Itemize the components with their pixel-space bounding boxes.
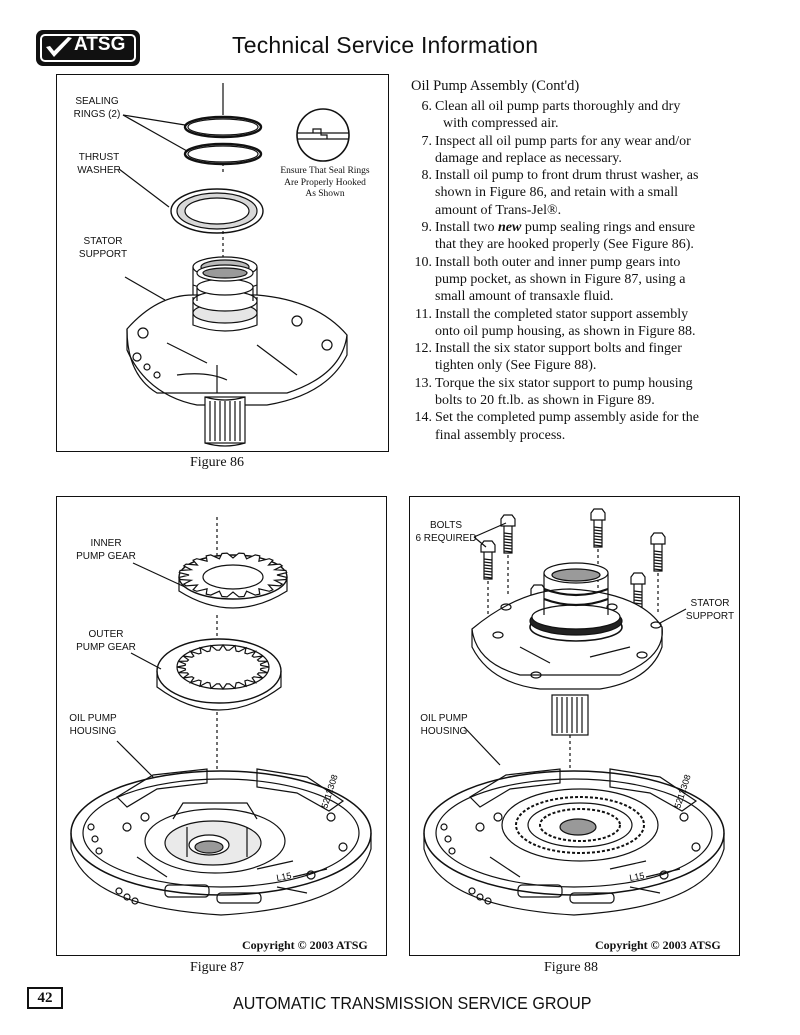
label-thrust-washer: THRUST WASHER — [77, 152, 121, 176]
step-8: 8.Install oil pump to front drum thrust … — [421, 168, 699, 218]
seal-ring-note: Ensure That Seal Rings Are Properly Hook… — [280, 166, 370, 199]
page-title: Technical Service Information — [232, 32, 539, 58]
figure-88-box: 5212308 L15 BOLTS 6 REQUIRED STATOR SUPP… — [409, 496, 740, 956]
step-10: 10.Install both outer and inner pump gea… — [414, 254, 686, 305]
step-7: 7.Inspect all oil pump parts for any wea… — [421, 133, 691, 166]
emphasis-new: new — [498, 220, 522, 236]
label-oil-pump-housing-87: OIL PUMP HOUSING — [69, 713, 117, 737]
label-sealing-rings: SEALING RINGS (2) — [73, 96, 121, 120]
casting-mark-87: L15 — [276, 871, 293, 883]
figure-88-illustration: 5212308 L15 — [423, 508, 725, 916]
label-bolts: BOLTS 6 REQUIRED — [415, 520, 477, 544]
page-number: 42 — [27, 987, 63, 1009]
section-title: Oil Pump Assembly (Cont'd) — [411, 78, 580, 94]
step-14: 14.Set the completed pump assembly aside… — [414, 410, 700, 443]
procedure-steps: 6.Clean all oil pump parts thoroughly an… — [410, 98, 740, 444]
step-9: 9.Install two new pump sealing rings and… — [421, 220, 696, 253]
step-13: 13.Torque the six stator support to pump… — [414, 375, 693, 409]
label-oil-pump-housing-88: OIL PUMP HOUSING — [420, 713, 468, 737]
atsg-logo: ATSG — [36, 30, 140, 66]
checkmark-icon — [46, 37, 72, 57]
label-stator-support: STATOR SUPPORT — [78, 236, 128, 260]
figure-87-illustration: 5212308 L15 — [70, 517, 372, 916]
step-11: 11.Install the completed stator support … — [415, 306, 696, 339]
figure-87-box: 5212308 L15 INNER PUMP GEAR OUTER PUMP G… — [56, 496, 387, 956]
figure-88-caption: Figure 88 — [544, 960, 599, 975]
label-inner-pump-gear: INNER PUMP GEAR — [76, 538, 136, 562]
step-6: 6.Clean all oil pump parts thoroughly an… — [421, 99, 681, 132]
figure-86-illustration — [118, 83, 350, 447]
logo-text: ATSG — [74, 34, 126, 55]
figure-86-caption: Figure 86 — [190, 455, 245, 470]
casting-mark-88: L15 — [629, 871, 646, 883]
label-outer-pump-gear: OUTER PUMP GEAR — [76, 629, 136, 653]
copyright-88: Copyright © 2003 ATSG — [595, 938, 721, 952]
step-12: 12.Install the six stator support bolts … — [414, 341, 682, 374]
footer-org: AUTOMATIC TRANSMISSION SERVICE GROUP — [233, 993, 592, 1013]
figure-86-box: SEALING RINGS (2) THRUST WASHER STATOR S… — [56, 74, 389, 452]
label-stator-support-88: STATOR SUPPORT — [685, 598, 735, 622]
figure-87-caption: Figure 87 — [190, 960, 245, 975]
copyright-87: Copyright © 2003 ATSG — [242, 938, 368, 952]
